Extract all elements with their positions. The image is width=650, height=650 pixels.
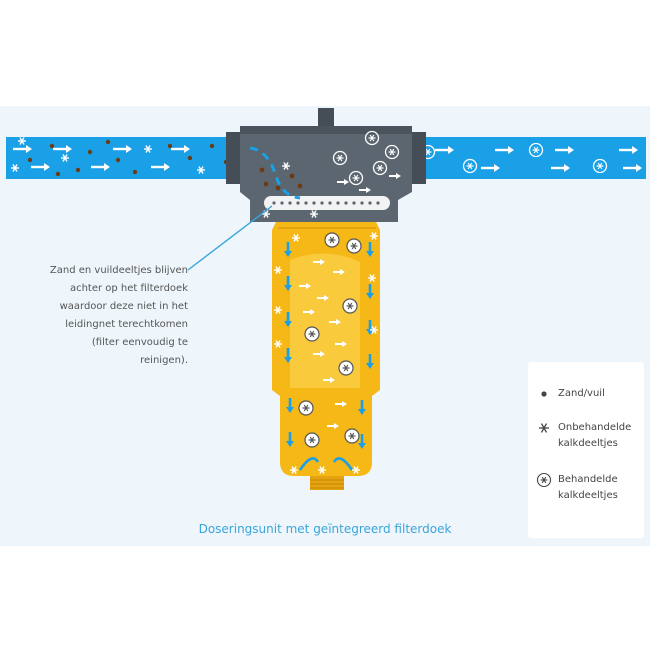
annotation-line: (filter eenvoudig te bbox=[91, 337, 188, 348]
legend-label: kalkdeeltjes bbox=[558, 490, 618, 501]
legend-label: Behandelde bbox=[558, 474, 618, 485]
snowflake-icon bbox=[536, 420, 552, 442]
annotation-leader-line bbox=[187, 205, 273, 271]
annotation-line: achter op het filterdoek bbox=[69, 283, 188, 294]
annotation-line: leidingnet terechtkomen bbox=[65, 319, 188, 330]
bowl-downflow-arrows bbox=[282, 240, 376, 471]
annotation-line: waardoor deze niet in het bbox=[59, 301, 188, 312]
filter-head bbox=[226, 108, 426, 222]
diagram-caption: Doseringsunit met geïntegreerd filterdoe… bbox=[198, 522, 452, 536]
dot-icon bbox=[536, 386, 552, 408]
legend-label: Zand/vuil bbox=[558, 388, 605, 399]
outlet-pipe bbox=[412, 137, 646, 179]
legend-label: kalkdeeltjes bbox=[558, 438, 618, 449]
annotation-line: reinigen). bbox=[140, 355, 188, 366]
inlet-sand-particles bbox=[27, 139, 229, 177]
annotation-line: Zand en vuildeeltjes blijven bbox=[49, 265, 188, 276]
legend: Zand/vuil Onbehandelde kalkdeeltjes Beha… bbox=[528, 362, 644, 538]
legend-label: Onbehandelde bbox=[558, 422, 632, 433]
filter-annotation: Zand en vuildeeltjes blijven achter op h… bbox=[30, 262, 188, 370]
circled-snowflake-icon bbox=[536, 472, 552, 494]
